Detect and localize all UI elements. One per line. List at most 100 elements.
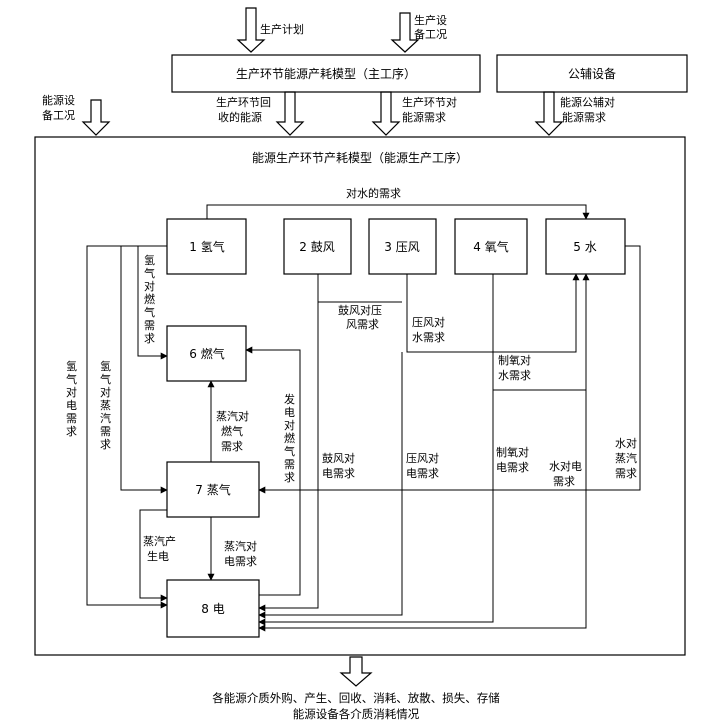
output-line-1: 各能源介质外购、产生、回收、消耗、放散、损失、存储 (212, 691, 500, 705)
svg-text:气: 气 (144, 305, 155, 319)
svg-text:燃: 燃 (144, 292, 155, 306)
compressed-air-electricity-label-1: 压风对 (406, 451, 439, 465)
compressed-air-water-label-1: 压风对 (412, 315, 445, 329)
steam-generates-electricity-label-2: 生电 (147, 549, 169, 563)
recovered-energy-label-2: 收的能源 (218, 110, 262, 124)
svg-text:发: 发 (284, 392, 295, 406)
hollow-arrows (81, 7, 564, 687)
steam-electricity-label-2: 电需求 (224, 555, 257, 568)
edge-water-steam (258, 245, 641, 494)
steam-electricity-label-1: 蒸汽对 (224, 539, 257, 553)
edge-hydrogen-steam (120, 245, 168, 494)
auxiliary-equipment-box (496, 54, 688, 93)
svg-text:气: 气 (100, 372, 111, 386)
svg-text:氢: 氢 (66, 359, 77, 373)
water-steam-label-2: 蒸汽 (615, 451, 637, 465)
node-compressed-air-box (368, 218, 437, 275)
svg-text:氢: 氢 (144, 253, 155, 267)
node-oxygen-label: 4 氧气 (473, 239, 508, 254)
output-arrow (339, 656, 373, 687)
edge-compressed-air-electricity (258, 352, 403, 619)
svg-text:需: 需 (284, 458, 295, 471)
compressed-air-electricity-label-2: 电需求 (406, 467, 439, 480)
equipment-status-label-2: 备工况 (414, 27, 447, 41)
energy-equipment-status-label-2: 备工况 (42, 108, 75, 122)
steam-gas-label-1: 蒸汽对 (216, 409, 249, 423)
svg-text:需: 需 (144, 319, 155, 332)
water-electricity-label-2: 需求 (553, 475, 575, 488)
equipment-status-label-1: 生产设 (414, 13, 447, 27)
auxiliary-demand-arrow (534, 91, 564, 136)
oxygen-electricity-label-2: 电需求 (496, 461, 529, 474)
blast-electricity-label-2: 电需求 (322, 467, 355, 480)
svg-text:对: 对 (284, 418, 295, 432)
svg-text:需: 需 (66, 412, 77, 425)
steam-generates-electricity-label-1: 蒸汽产 (143, 534, 176, 548)
hydrogen-gas-label: 氢 气 对 燃 气 需 求 (144, 253, 155, 345)
node-hydrogen-label: 1 氢气 (189, 239, 224, 254)
energy-production-model-box (34, 136, 686, 656)
svg-text:气: 气 (66, 372, 77, 386)
svg-text:对: 对 (66, 385, 77, 399)
node-electricity-label: 8 电 (201, 602, 224, 616)
water-demand-label: 对水的需求 (346, 186, 401, 200)
svg-text:求: 求 (100, 438, 111, 451)
hydrogen-steam-label: 氢 气 对 蒸 汽 需 求 (100, 359, 111, 451)
production-demand-label-1: 生产环节对 (402, 95, 457, 109)
edge-electricity-gas (245, 346, 301, 596)
svg-text:需: 需 (100, 425, 111, 438)
node-compressed-air-label: 3 压风 (384, 240, 419, 254)
production-plan-arrow (236, 7, 266, 53)
edge-steam-generates-electricity (139, 509, 168, 602)
svg-text:汽: 汽 (100, 411, 111, 425)
node-gas-label: 6 燃气 (189, 346, 224, 361)
auxiliary-demand-label-2: 能源需求 (562, 110, 606, 124)
oxygen-electricity-label-1: 制氧对 (496, 445, 529, 459)
svg-text:气: 气 (284, 444, 295, 458)
oxygen-water-label-1: 制氧对 (498, 353, 531, 367)
node-steam-label: 7 蒸气 (195, 482, 230, 497)
energy-production-model-title: 能源生产环节产耗模型（能源生产工序） (252, 150, 468, 165)
node-oxygen-box (454, 218, 528, 275)
edge-hydrogen-water (206, 204, 590, 220)
blast-electricity-label-1: 鼓风对 (322, 451, 355, 465)
production-plan-label: 生产计划 (260, 22, 304, 36)
water-electricity-label-1: 水对电 (549, 459, 582, 473)
hydrogen-electricity-label: 氢 气 对 电 需 求 (66, 359, 77, 438)
blast-compressed-air-label-2: 风需求 (346, 318, 379, 331)
svg-text:求: 求 (284, 471, 295, 484)
recovered-energy-label-1: 生产环节回 (216, 95, 271, 109)
svg-text:蒸: 蒸 (100, 399, 111, 412)
auxiliary-demand-label-1: 能源公辅对 (560, 95, 615, 109)
production-demand-arrow (371, 91, 401, 136)
energy-equipment-status-label-1: 能源设 (42, 93, 75, 107)
svg-text:电: 电 (66, 399, 77, 412)
compressed-air-water-label-2: 水需求 (412, 331, 445, 344)
svg-text:求: 求 (144, 332, 155, 345)
oxygen-water-label-2: 水需求 (498, 369, 531, 382)
edge-blast-compressed-air (317, 274, 402, 303)
svg-text:氢: 氢 (100, 359, 111, 373)
svg-text:气: 气 (144, 266, 155, 280)
power-gas-label: 发 电 对 燃 气 需 求 (284, 392, 295, 484)
svg-text:电: 电 (284, 406, 295, 419)
output-line-2: 能源设备各介质消耗情况 (293, 707, 420, 721)
water-steam-label-3: 需求 (615, 467, 637, 480)
main-process-model-box (171, 54, 481, 93)
energy-equipment-status-arrow (81, 99, 111, 136)
edge-oxygen-water (492, 273, 590, 391)
auxiliary-equipment-label: 公辅设备 (568, 67, 616, 81)
equipment-status-arrow (390, 12, 420, 53)
svg-text:对: 对 (144, 279, 155, 293)
recovered-energy-arrow (275, 91, 305, 136)
blast-compressed-air-label-1: 鼓风对压 (338, 303, 382, 317)
water-steam-label-1: 水对 (615, 436, 637, 450)
edge-compressed-air-water (406, 273, 580, 353)
steam-gas-label-2: 燃气 (221, 424, 243, 438)
node-water-label: 5 水 (573, 240, 596, 254)
svg-text:求: 求 (66, 425, 77, 438)
main-process-model-label: 生产环节能源产耗模型（主工序） (236, 66, 416, 81)
edge-oxygen-electricity (258, 390, 494, 626)
edge-blast-electricity (258, 302, 319, 612)
